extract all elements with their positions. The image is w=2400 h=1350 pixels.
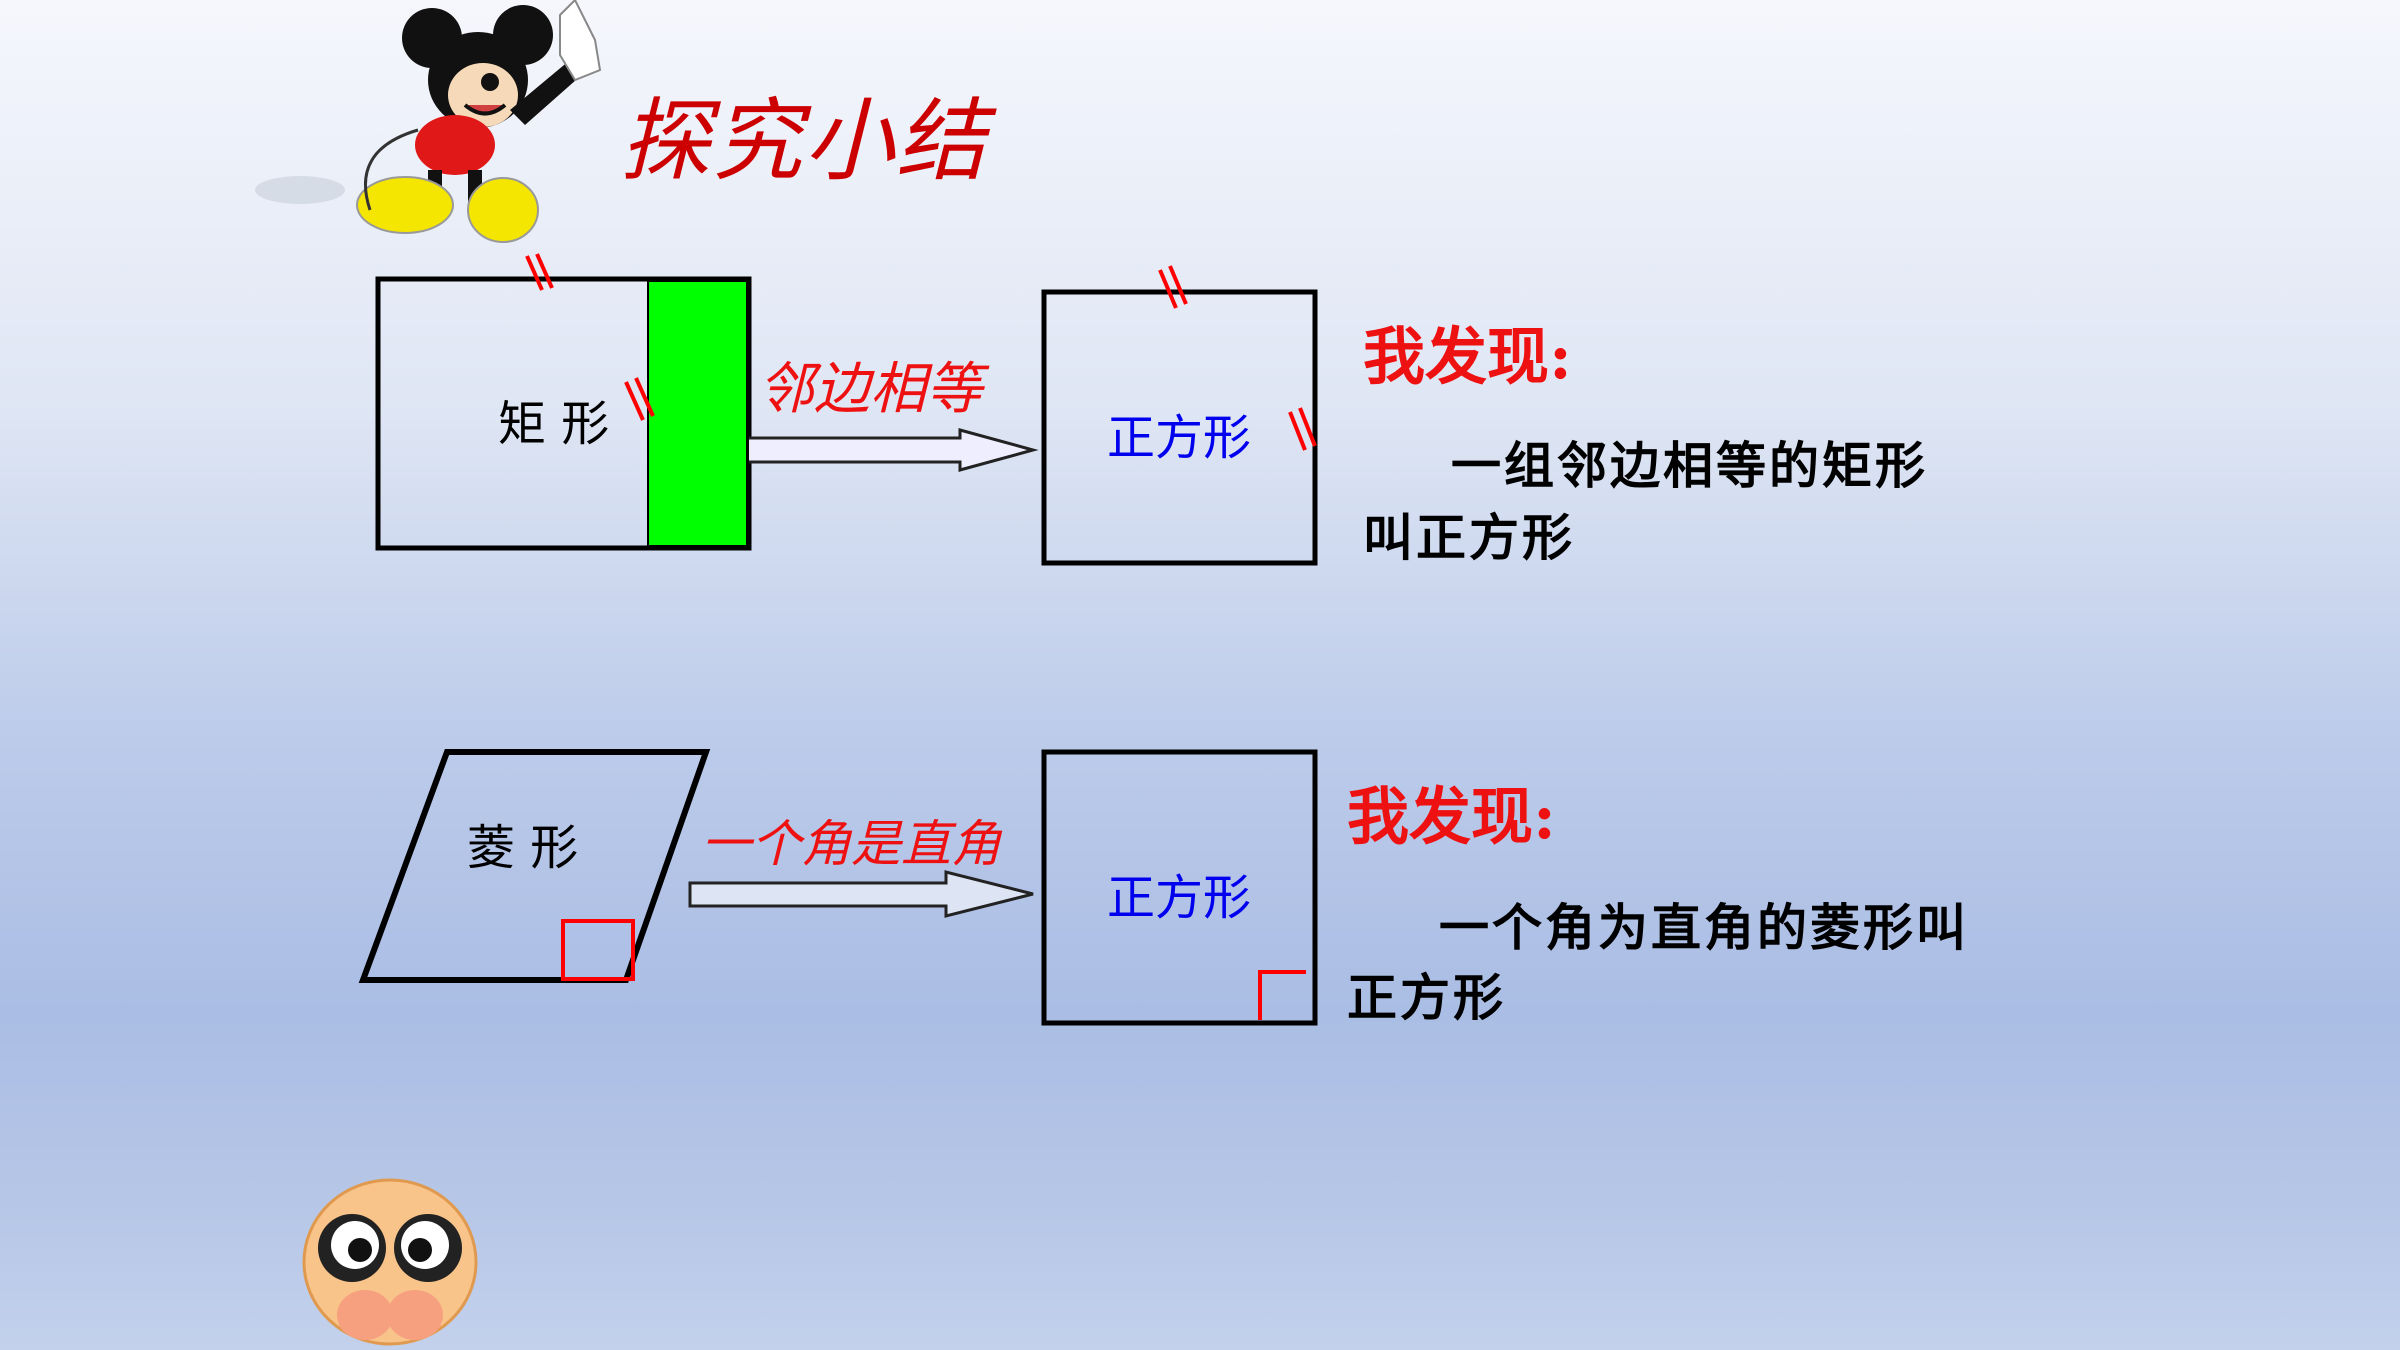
arrow-right-icon: [749, 428, 1039, 472]
finding-heading: 我发现:: [1363, 320, 1572, 393]
square-label: 正方形: [1107, 410, 1252, 466]
rectangle-label: 矩 形: [498, 396, 610, 452]
finding-text: 一组邻边相等的矩形: [1451, 436, 1928, 495]
condition-one-right-angle: 一个角是直角: [701, 815, 1001, 873]
square-label: 正方形: [1107, 870, 1252, 926]
finding-heading: 我发现:: [1347, 780, 1556, 853]
cute-face-emoji-icon: [302, 1178, 478, 1346]
finding-text: 一个角为直角的菱形叫: [1439, 898, 1969, 957]
rectangle-shape: [375, 253, 752, 551]
condition-adjacent-sides-equal: 邻边相等: [758, 357, 982, 422]
square-shape: [1041, 749, 1318, 1026]
mickey-mouse-icon: [255, 0, 602, 243]
adjacent-side-highlight: [647, 280, 748, 547]
arrow-right-icon: [688, 870, 1034, 918]
right-angle-mark: [1258, 970, 1306, 1020]
equal-side-tick-marks: [1158, 265, 1317, 451]
right-angle-mark: [561, 919, 635, 981]
square-shape: [1041, 265, 1318, 566]
page-title: 探究小结: [620, 89, 988, 194]
rhombus-shape: [358, 749, 711, 983]
finding-text: 叫正方形: [1363, 508, 1575, 567]
equal-side-tick-marks: [525, 253, 655, 421]
rhombus-label: 菱 形: [467, 820, 579, 876]
finding-text: 正方形: [1347, 968, 1506, 1027]
